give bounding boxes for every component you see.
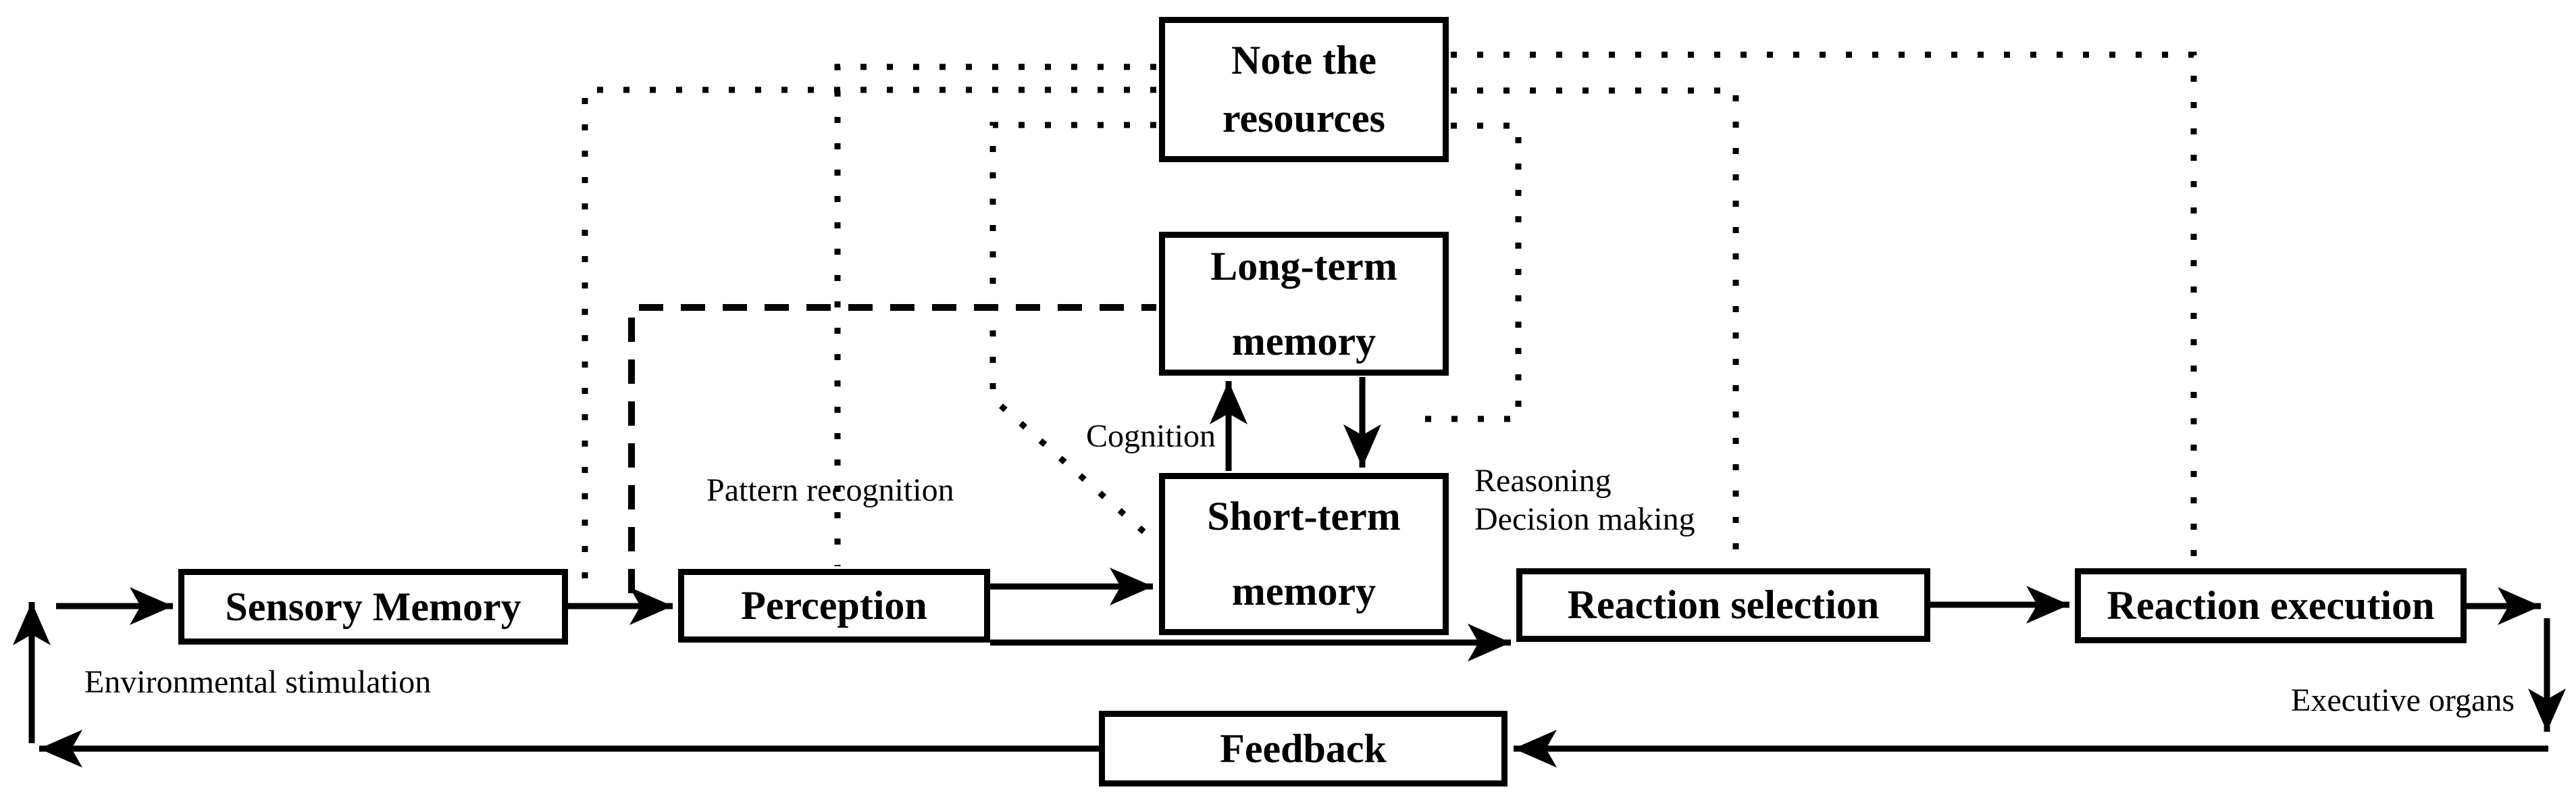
box-note-the-resources: Note the resources bbox=[1159, 17, 1449, 162]
dashed-pattern-recognition-line bbox=[628, 304, 1156, 593]
box-sensory-memory: Sensory Memory bbox=[178, 569, 568, 645]
dashed-ltm-to-perception bbox=[628, 304, 1156, 593]
dotted-left-to-stm-diagonal bbox=[989, 122, 1156, 542]
solid-flow-arrows bbox=[12, 377, 2566, 768]
annotation-executive-organs: Executive organs bbox=[2291, 682, 2515, 718]
box-short-term-memory-label: Short-term memory bbox=[1207, 494, 1401, 614]
annotation-environmental-stimulation: Environmental stimulation bbox=[84, 664, 432, 700]
dotted-right-to-stm bbox=[1422, 122, 1522, 422]
dotted-left-to-perception bbox=[834, 64, 1156, 566]
annotation-pattern-recognition: Pattern recognition bbox=[706, 472, 954, 508]
box-long-term-memory-label: Long-term memory bbox=[1210, 243, 1397, 364]
dotted-right-to-reaction-execution bbox=[1451, 51, 2197, 566]
box-sensory-memory-label: Sensory Memory bbox=[225, 584, 521, 629]
box-reaction-execution: Reaction execution bbox=[2075, 568, 2467, 643]
box-short-term-memory: Short-term memory bbox=[1159, 473, 1449, 635]
box-note-the-resources-label: Note the resources bbox=[1222, 38, 1386, 141]
annotation-reasoning-decision-making: Reasoning Decision making bbox=[1474, 463, 1695, 537]
box-perception-label: Perception bbox=[741, 583, 927, 628]
box-reaction-selection-label: Reaction selection bbox=[1567, 582, 1880, 627]
dotted-attention-lines bbox=[582, 51, 2197, 593]
annotation-cognition: Cognition bbox=[1086, 418, 1216, 454]
dotted-left-to-sensory-gap bbox=[582, 86, 1156, 593]
box-feedback: Feedback bbox=[1099, 711, 1508, 786]
box-feedback-label: Feedback bbox=[1220, 726, 1387, 771]
box-reaction-selection: Reaction selection bbox=[1516, 568, 1930, 642]
box-reaction-execution-label: Reaction execution bbox=[2107, 583, 2435, 628]
box-perception: Perception bbox=[678, 569, 990, 643]
box-long-term-memory: Long-term memory bbox=[1159, 232, 1449, 376]
